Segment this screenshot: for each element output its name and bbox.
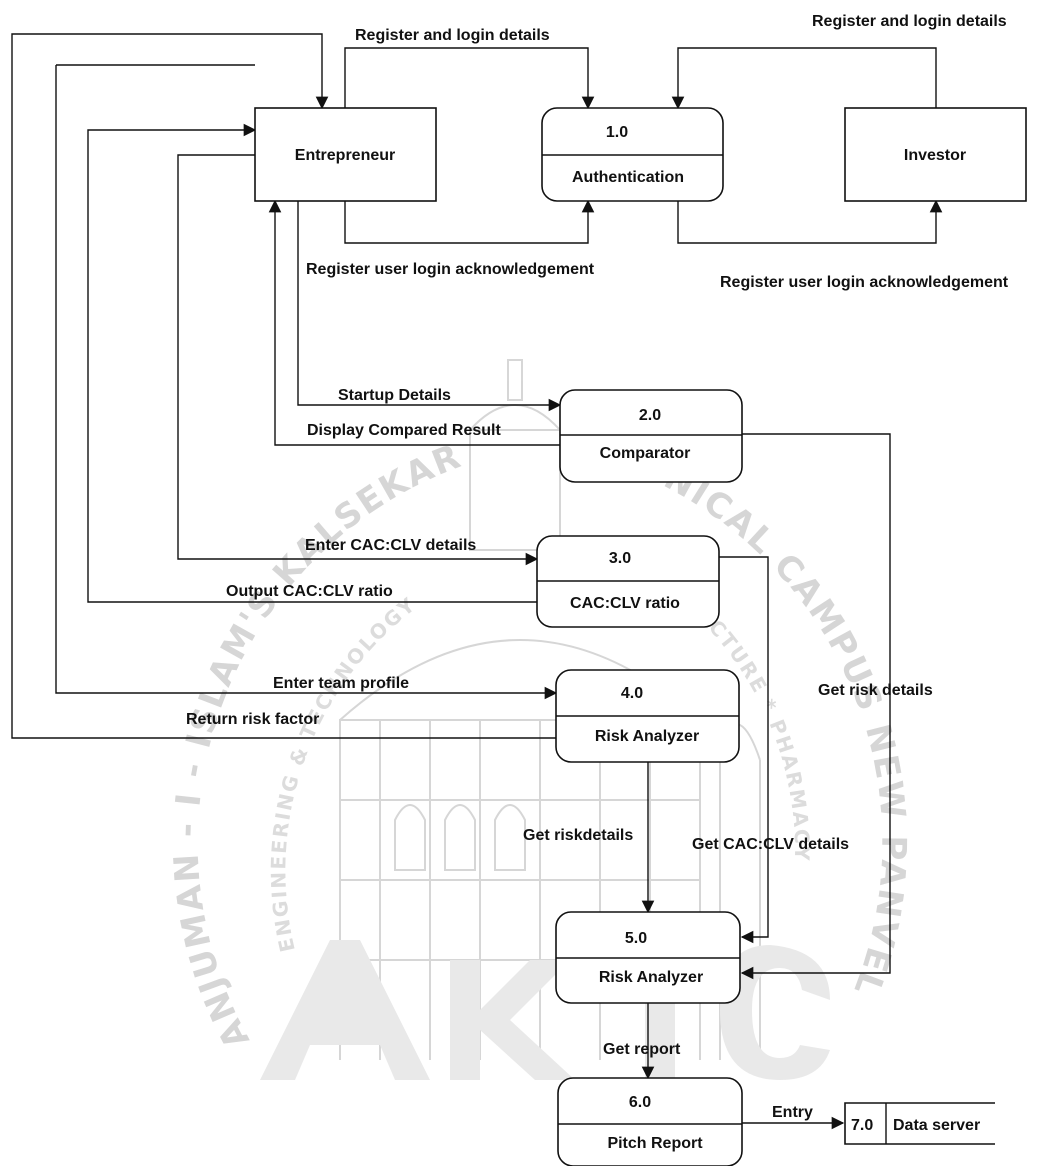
label-inv-register: Register and login details: [812, 13, 1007, 30]
watermark-building-illustration: [260, 359, 830, 1080]
flow-line-enter-cac: [177, 154, 539, 566]
label-get-risk-details: Get risk details: [818, 682, 933, 699]
watermark-arc-text-left: ANJUMAN - I - ISLAM'S KALSEKAR: [167, 436, 468, 1054]
flow-line-enter-team-profile: [11, 33, 556, 739]
label-inv-ack: Register user login acknowledgement: [720, 274, 1009, 291]
label-enter-team: Enter team profile: [273, 675, 409, 692]
process-3-number: 3.0: [609, 550, 631, 567]
watermark-inner-text-left: ENGINEERING & TECHNOLOGY: [266, 592, 420, 954]
flow-line-output-cac: [87, 123, 537, 603]
process-1-number: 1.0: [606, 124, 628, 141]
flow-lines: [11, 33, 943, 1130]
flow-line-ent-ack: [344, 199, 595, 244]
datastore-data-server: 7.0 Data server: [844, 1102, 995, 1145]
label-ent-register: Register and login details: [355, 27, 550, 44]
process-cac-clv-ratio: 3.0 CAC:CLV ratio: [536, 535, 720, 628]
datastore-number: 7.0: [851, 1117, 873, 1134]
label-output-cac: Output CAC:CLV ratio: [226, 583, 393, 600]
label-ent-ack: Register user login acknowledgement: [306, 261, 595, 278]
process-2-name: Comparator: [600, 445, 691, 462]
label-display-result: Display Compared Result: [307, 422, 502, 439]
flow-labels: Register and login details Register and …: [186, 13, 1009, 1121]
flow-line-team: [55, 65, 558, 700]
flow-line-get-cac-details: [719, 556, 769, 944]
process-pitch-report: 6.0 Pitch Report: [557, 1077, 743, 1166]
entity-entrepreneur: Entrepreneur: [254, 107, 437, 202]
flow-line-ent-register: [344, 47, 595, 110]
label-enter-cac: Enter CAC:CLV details: [305, 537, 476, 554]
entity-entrepreneur-label: Entrepreneur: [295, 147, 395, 164]
label-return-risk: Return risk factor: [186, 711, 319, 728]
process-6-number: 6.0: [629, 1094, 651, 1111]
process-4-number: 4.0: [621, 685, 643, 702]
process-5-number: 5.0: [625, 930, 647, 947]
flow-line-get-risk-details: [740, 433, 891, 980]
label-get-report: Get report: [603, 1041, 681, 1058]
process-4-name: Risk Analyzer: [595, 728, 699, 745]
process-comparator: 2.0 Comparator: [559, 389, 743, 483]
process-3-name: CAC:CLV ratio: [570, 595, 680, 612]
label-get-riskdetails: Get riskdetails: [523, 827, 633, 844]
flow-line-startup-details: [297, 201, 562, 412]
label-get-cac-details: Get CAC:CLV details: [692, 836, 849, 853]
process-1-name: Authentication: [572, 169, 684, 186]
process-risk-analyzer-5: 5.0 Risk Analyzer: [555, 911, 741, 1004]
entity-investor: Investor: [844, 107, 1027, 202]
process-authentication: 1.0 Authentication: [541, 107, 724, 202]
process-2-number: 2.0: [639, 407, 661, 424]
label-entry: Entry: [772, 1104, 813, 1121]
process-risk-analyzer-4: 4.0 Risk Analyzer: [555, 669, 740, 763]
datastore-name: Data server: [893, 1117, 980, 1134]
flow-line-inv-register: [671, 47, 937, 110]
flow-line-inv-ack: [677, 199, 943, 244]
process-6-name: Pitch Report: [607, 1135, 703, 1152]
entity-investor-label: Investor: [904, 147, 966, 164]
process-5-name: Risk Analyzer: [599, 969, 703, 986]
label-startup-details: Startup Details: [338, 387, 451, 404]
flow-line-display-result: [268, 199, 560, 446]
